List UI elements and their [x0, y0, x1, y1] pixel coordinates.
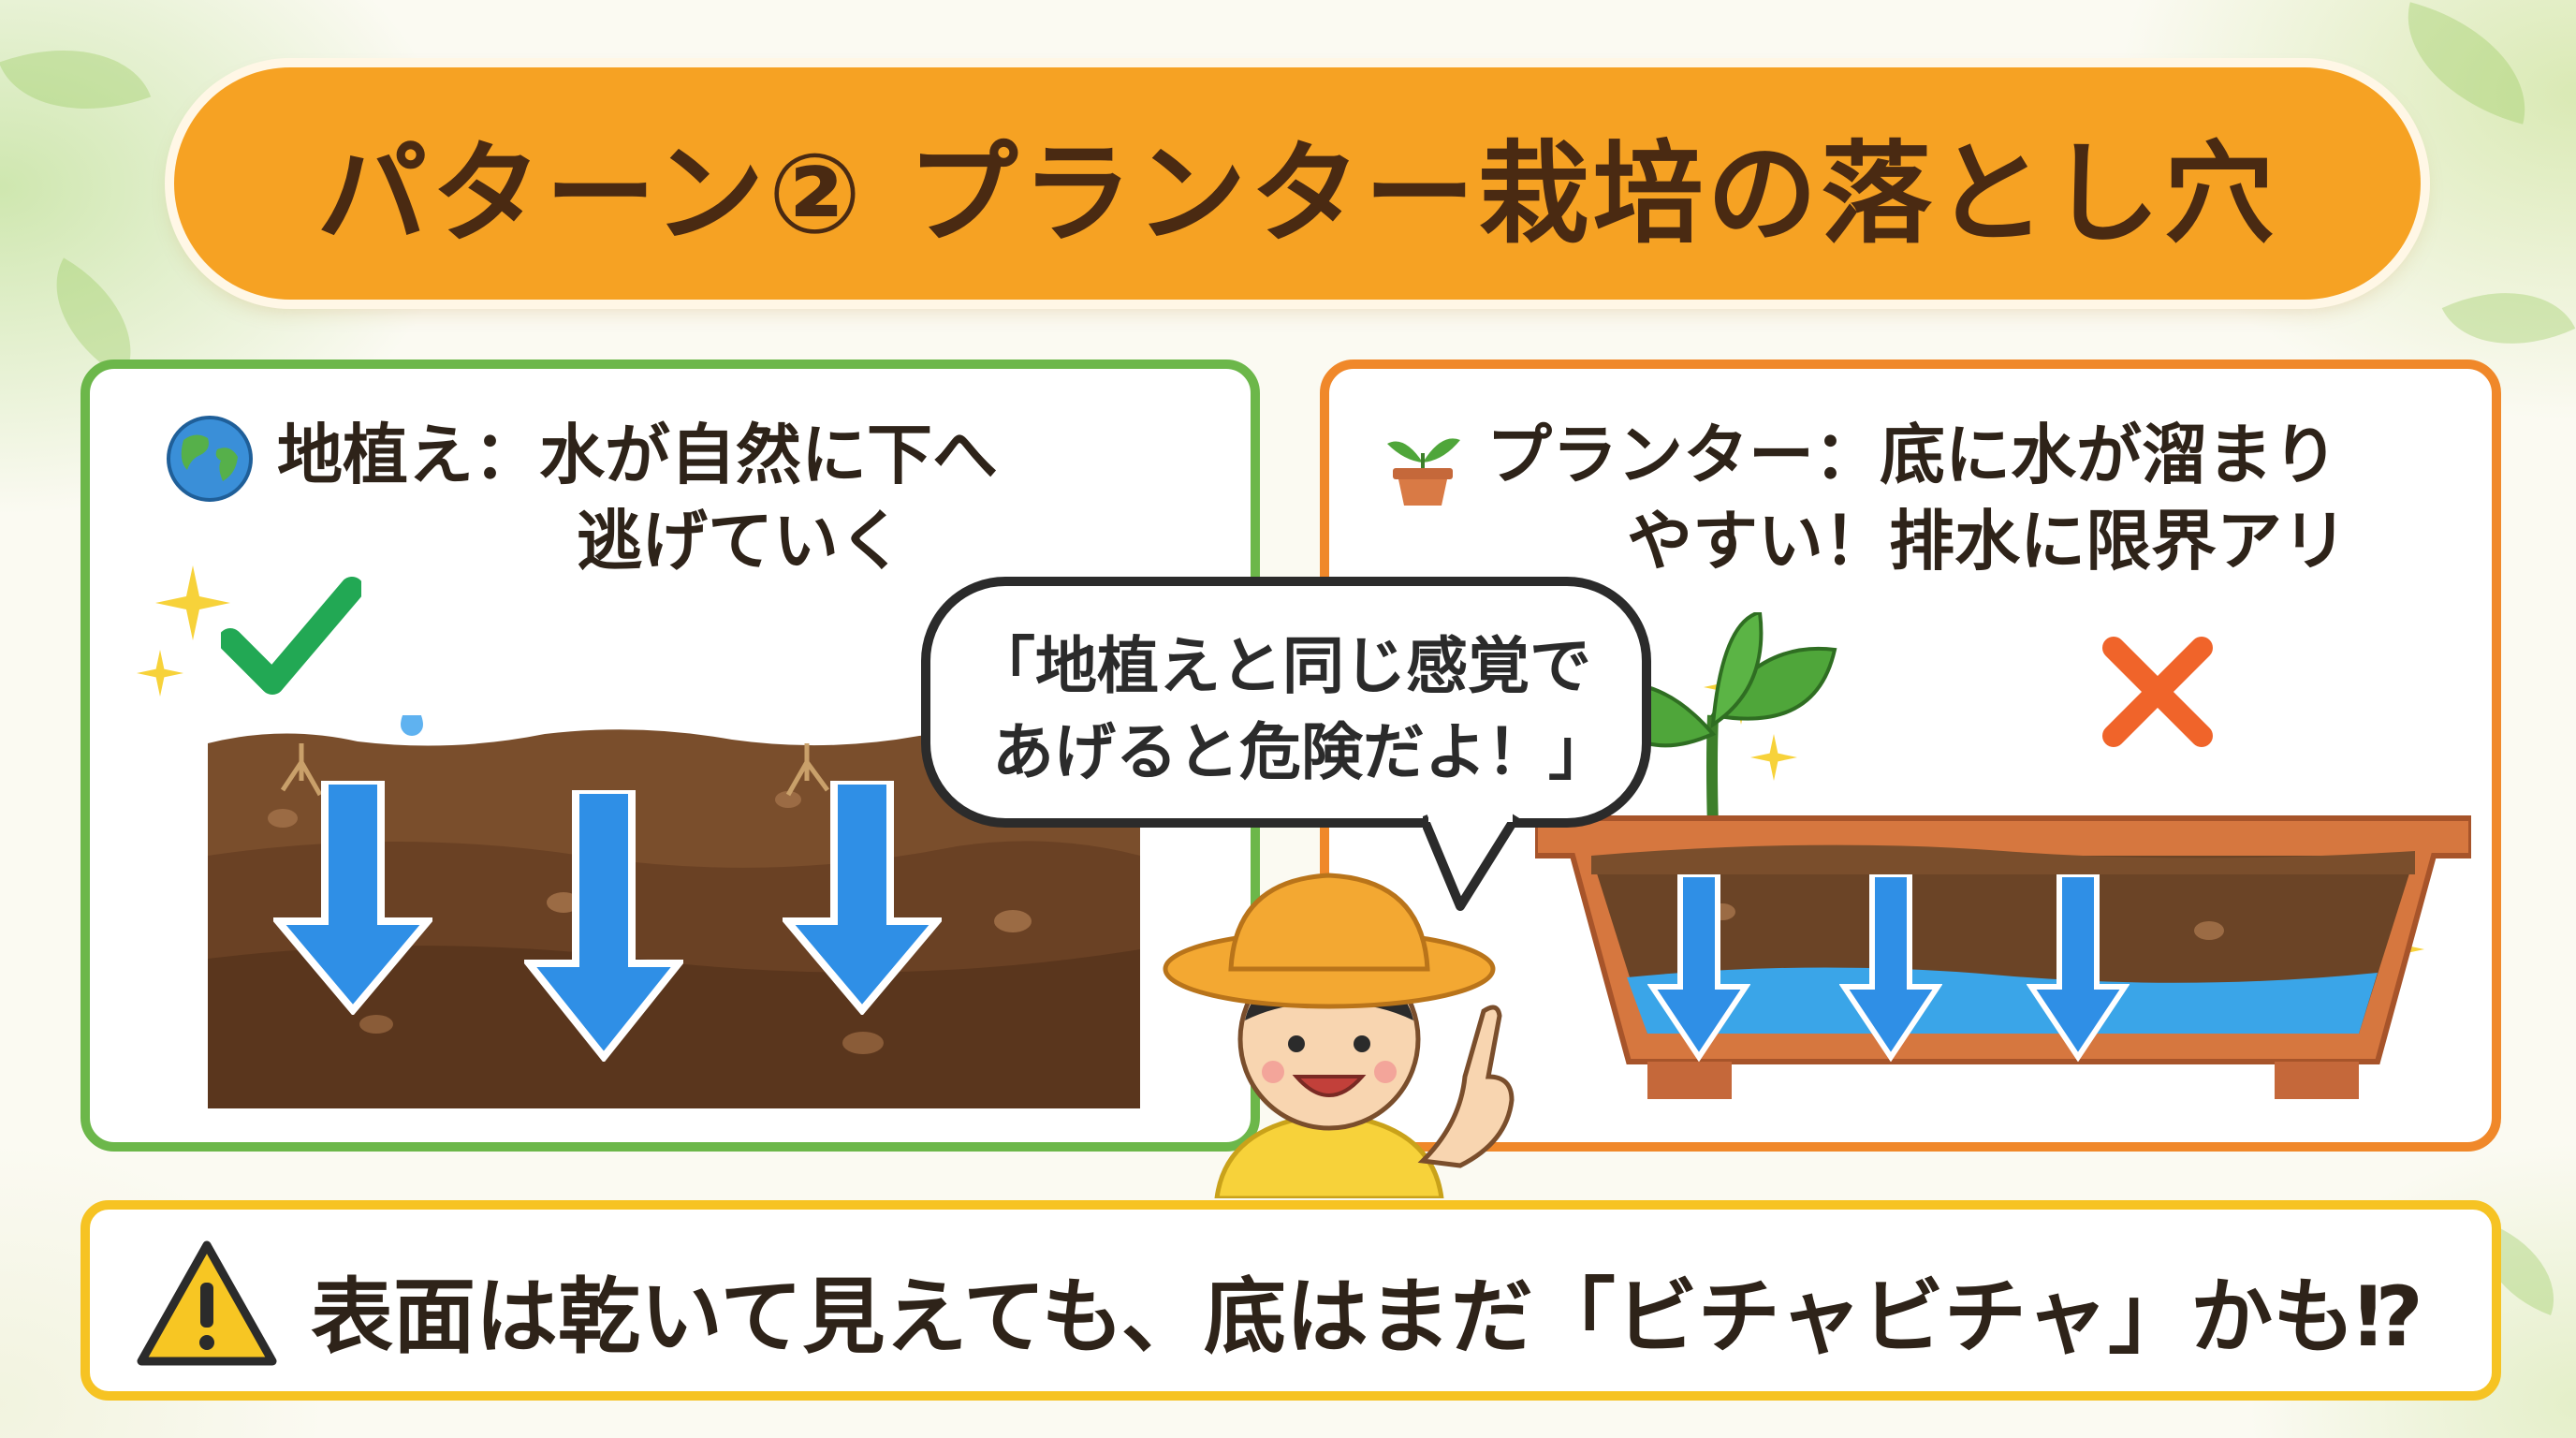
warning-banner: 表面は乾いて見えても、底はまだ「ビチャビチャ」かも⁉ [80, 1200, 2501, 1401]
sparkle-icon [137, 650, 183, 697]
water-down-arrow-icon [1647, 874, 1750, 1062]
background-leaf [0, 17, 152, 142]
speech-bubble-text: 「地植えと同じ感覚で あげると危険だよ！」 [973, 624, 1610, 796]
water-down-arrow-icon [2027, 874, 2130, 1062]
title-banner: パターン② プランター栽培の落とし穴 [174, 67, 2421, 300]
planter-caption: プランター：底に水が溜まり やすい！排水に限界アリ [1486, 412, 2348, 584]
water-down-arrow-icon [524, 790, 683, 1062]
planter-caption-line2: やすい！排水に限界アリ [1627, 503, 2348, 580]
warning-icon [137, 1240, 277, 1366]
water-down-arrow-icon [1839, 874, 1942, 1062]
cross-icon [2102, 637, 2213, 747]
farmer-boy-character [1163, 873, 1515, 1198]
potted-plant-icon [1387, 438, 1460, 506]
speech-bubble-tail [1423, 813, 1521, 911]
check-icon [221, 577, 361, 695]
water-down-arrow-icon [273, 781, 432, 1015]
background-leaf [2387, 2, 2546, 125]
page-title: パターン② プランター栽培の落とし穴 [316, 128, 2278, 258]
ground-planting-caption: 地植え：水が自然に下へ 逃げていく [277, 412, 998, 584]
water-down-arrow-icon [783, 781, 942, 1015]
planter-caption-line1: プランター：底に水が溜まり [1486, 417, 2338, 493]
sparkle-icon [155, 565, 230, 640]
sparkle-icon [1750, 734, 1797, 781]
ground-caption-line1: 地植え：水が自然に下へ [277, 417, 998, 493]
ground-caption-line2: 逃げていく [577, 503, 904, 580]
speech-bubble: 「地植えと同じ感覚で あげると危険だよ！」 [921, 577, 1651, 828]
warning-text: 表面は乾いて見えても、底はまだ「ビチャビチャ」かも⁉ [311, 1269, 2424, 1365]
speech-line1: 「地植えと同じ感覚で [973, 630, 1591, 702]
planter-illustration [1535, 815, 2471, 1099]
globe-icon [167, 416, 253, 502]
speech-line2: あげると危険だよ！」 [992, 716, 1610, 788]
